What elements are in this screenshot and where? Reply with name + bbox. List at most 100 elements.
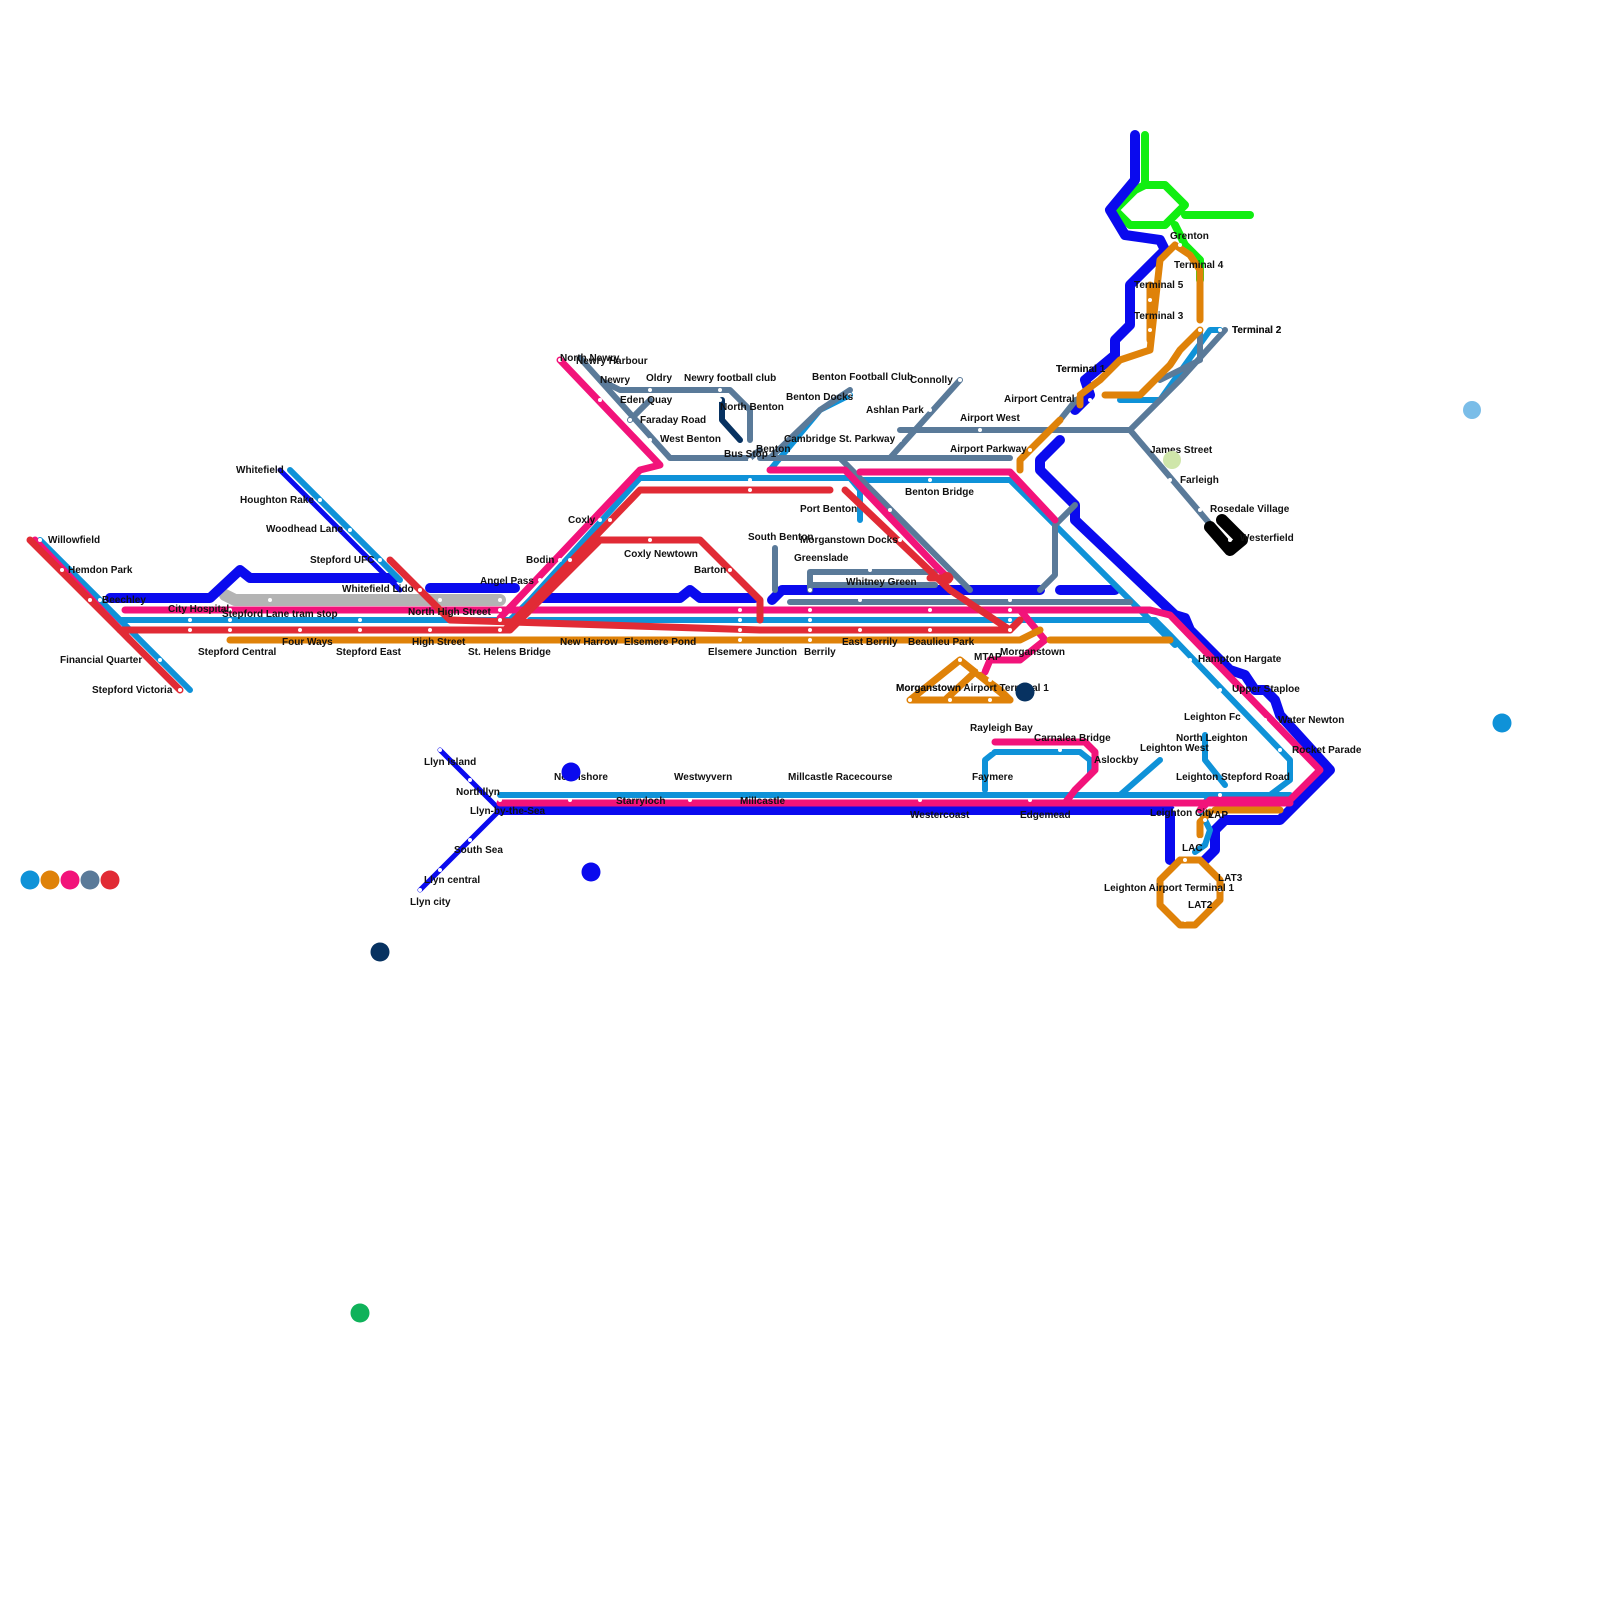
station-marker[interactable] [1038,448,1042,452]
station-label[interactable]: LAT2 [1188,900,1213,911]
station-marker[interactable] [1008,608,1012,612]
station-label[interactable]: Stepford UFC [310,555,374,566]
station-marker[interactable] [1218,793,1222,797]
station-label[interactable]: Cambridge St. Parkway [784,434,896,445]
station-label[interactable]: Morganstown Docks [800,535,898,546]
station-label[interactable]: Northllyn [456,787,500,798]
station-label[interactable]: Newry [600,375,630,386]
station-label[interactable]: Millcastle Racecourse [788,772,893,783]
station-marker[interactable] [808,588,812,592]
station-label[interactable]: West Benton [660,434,721,445]
station-label[interactable]: St. Helens Bridge [468,647,551,658]
station-marker[interactable] [468,778,472,782]
station-label[interactable]: Terminal [1056,364,1097,375]
station-marker[interactable] [498,608,502,612]
station-label[interactable]: Stepford Lane tram stop [222,609,338,620]
station-label[interactable]: Leighton Airport Terminal 1 [1104,883,1234,894]
station-label[interactable]: Hampton Hargate [1198,654,1282,665]
station-marker[interactable] [1148,298,1152,302]
station-marker[interactable] [158,658,162,662]
station-label[interactable]: Willowfield [48,535,100,546]
station-marker[interactable] [948,698,952,702]
station-label[interactable]: Rosedale Village [1210,504,1290,515]
station-marker[interactable] [228,628,232,632]
station-marker[interactable] [1198,508,1202,512]
station-marker[interactable] [648,388,652,392]
station-marker[interactable] [438,748,442,752]
station-marker[interactable] [1178,243,1182,247]
station-marker[interactable] [1168,478,1172,482]
station-label[interactable]: Barton [694,565,726,576]
station-label[interactable]: North Benton [720,402,784,413]
station-marker[interactable] [898,538,902,542]
station-label[interactable]: Terminal 3 [1134,311,1184,322]
station-label[interactable]: Westercoast [910,810,970,821]
station-marker[interactable] [498,798,502,802]
station-label[interactable]: Airport West [960,413,1020,424]
station-marker[interactable] [738,608,742,612]
station-marker[interactable] [628,788,632,792]
station-marker[interactable] [918,788,922,792]
station-label[interactable]: Beechley [102,595,146,606]
station-marker[interactable] [598,398,602,402]
station-marker[interactable] [1028,798,1032,802]
station-label[interactable]: Coxly [568,515,596,526]
station-label[interactable]: Newry Harbour [576,356,648,367]
station-label[interactable]: Elsemere Junction [708,647,797,658]
station-marker[interactable] [808,608,812,612]
station-marker[interactable] [688,788,692,792]
station-marker[interactable] [568,788,572,792]
station-marker[interactable] [828,788,832,792]
station-marker[interactable] [60,568,64,572]
station-label[interactable]: Benton Football Club [812,372,913,383]
station-label[interactable]: Water Newton [1278,715,1344,726]
station-marker[interactable] [648,538,652,542]
station-label[interactable]: Whitefield [236,465,284,476]
station-marker[interactable] [578,368,582,372]
station-marker[interactable] [928,478,932,482]
station-label[interactable]: Newry football club [684,373,776,384]
station-label[interactable]: Four Ways [282,637,333,648]
station-marker[interactable] [438,868,442,872]
station-marker[interactable] [1183,858,1187,862]
station-marker[interactable] [718,388,722,392]
station-label[interactable]: Stepford East [336,647,402,658]
station-marker[interactable] [498,628,502,632]
station-marker[interactable] [808,618,812,622]
station-label[interactable]: City Hospital [168,604,229,615]
station-label[interactable]: Connolly [910,375,953,386]
station-marker[interactable] [928,608,932,612]
station-marker[interactable] [1008,628,1012,632]
station-marker[interactable] [188,628,192,632]
station-marker[interactable] [988,788,992,792]
station-marker[interactable] [498,598,502,602]
station-label[interactable]: Houghton Rake [240,495,314,506]
station-marker[interactable] [888,508,892,512]
station-marker[interactable] [1263,718,1267,722]
station-marker[interactable] [1198,838,1202,842]
station-label[interactable]: Coxly Newtown [624,549,698,560]
station-label[interactable]: Benton Docks [786,392,854,403]
station-marker[interactable] [498,618,502,622]
station-label[interactable]: Eden Quay [620,395,673,406]
station-marker[interactable] [38,538,42,542]
station-marker[interactable] [378,558,382,562]
station-label[interactable]: Greenslade [794,553,849,564]
station-marker[interactable] [418,888,422,892]
station-label[interactable]: Berrily [804,647,836,658]
station-marker[interactable] [318,498,322,502]
station-label[interactable]: Llyn Island [424,757,476,768]
station-label[interactable]: Millcastle [740,796,785,807]
station-label[interactable]: Upper Staploe [1232,684,1300,695]
station-marker[interactable] [1278,748,1282,752]
station-label[interactable]: Whitefield Lido [342,584,414,595]
station-marker[interactable] [648,438,652,442]
station-label[interactable]: Llyn city [410,897,451,908]
station-marker[interactable] [358,628,362,632]
station-marker[interactable] [1228,538,1232,542]
station-label[interactable]: New Harrow [560,637,618,648]
station-label[interactable]: Leighton West [1140,743,1209,754]
station-marker[interactable] [1218,688,1222,692]
station-marker[interactable] [538,578,542,582]
station-marker[interactable] [988,698,992,702]
